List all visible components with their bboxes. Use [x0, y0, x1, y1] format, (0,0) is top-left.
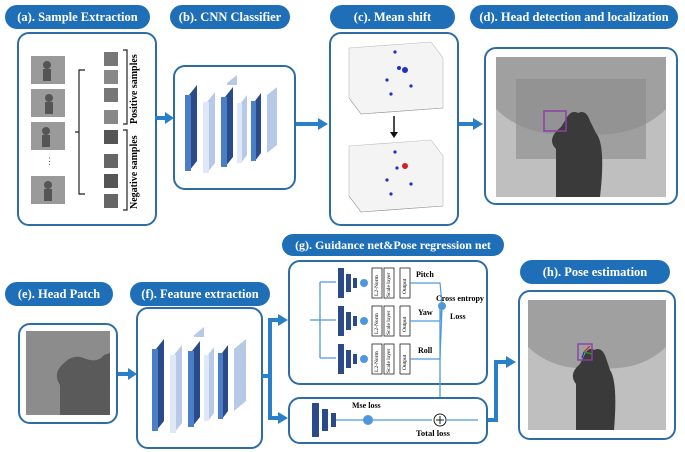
guidance-branch: [338, 306, 368, 336]
head-patch-image: [26, 331, 110, 415]
feature-layer-block: [234, 339, 246, 411]
down-arrow: [390, 132, 398, 138]
cnn-layer-block: [185, 85, 197, 171]
arrow-f-g: [262, 314, 288, 424]
scatter-plot-before: [348, 41, 444, 115]
stage-g-title: (g). Guidance net&Pose regression net: [282, 234, 504, 256]
pose-bounding-box: [577, 343, 593, 361]
pose-estimation-image: [528, 300, 666, 430]
depth-image-detection: [496, 57, 666, 197]
l2-norm-label: L2-Norm: [374, 313, 380, 334]
scale-layer-label: Scale layer: [386, 348, 392, 373]
negative-samples-label: Negative samples: [129, 135, 140, 209]
loss-label: Loss: [450, 312, 466, 321]
output-label: Output: [402, 316, 408, 332]
l2-norm-label: L2-Norm: [374, 275, 380, 296]
positive-samples-label: Positive samples: [129, 54, 140, 124]
guidance-net-diagram: [310, 267, 446, 375]
arrow-b-c: [296, 118, 328, 130]
cnn-classifier-panel: [173, 65, 296, 190]
arrow-e-f: [118, 368, 137, 380]
head-detection-panel: [484, 47, 678, 205]
cnn-layer-block: [221, 87, 233, 167]
output-label: Output: [402, 278, 408, 294]
stage-h-title: (h). Pose estimation: [520, 260, 670, 284]
total-loss-label: Total loss: [416, 428, 450, 438]
negative-patch: [104, 130, 118, 144]
l2-norm-label: L2-Norm: [374, 351, 380, 372]
stage-c-title: (c). Mean shift: [330, 5, 455, 29]
yaw-label: Yaw: [418, 308, 433, 317]
small-block-top: [227, 75, 237, 85]
arrow-a-b: [155, 112, 174, 124]
arrow-c-d: [459, 118, 483, 130]
head-patch-panel: [18, 323, 118, 424]
person-silhouette: [552, 111, 603, 197]
mean-shift-plots: [348, 41, 444, 213]
cnn-layer-block: [251, 93, 261, 161]
cross-entropy-label: Cross entropy: [436, 294, 484, 303]
cnn-layer-block: [267, 87, 277, 153]
pitch-label: Pitch: [416, 270, 434, 279]
cnn-blocks-figure: [185, 75, 277, 173]
scale-layer-label: Scale layer: [386, 272, 392, 297]
cnn-layer-block: [237, 95, 247, 163]
head-bounding-box: [543, 110, 567, 132]
feature-layer-block: [222, 345, 228, 419]
scatter-plot-after: [348, 139, 444, 213]
output-label: Output: [402, 354, 408, 370]
cnn-layer-block: [203, 92, 215, 173]
roll-label: Roll: [418, 346, 433, 355]
feature-blocks-figure: [152, 327, 246, 433]
sample-extraction-figure: ⋮: [31, 49, 128, 211]
mean-shift-panel: [329, 32, 459, 226]
pose-regression-diagram: [312, 403, 478, 437]
stage-a-title: (a). Sample Extraction: [5, 5, 150, 29]
scale-layer-label: Scale layer: [386, 310, 392, 335]
stage-b-title: (b). CNN Classifier: [170, 5, 290, 29]
svg-text:⋮: ⋮: [45, 156, 54, 166]
sample-extraction-panel: ⋮ Positive samples Negative samples: [17, 32, 157, 226]
stage-d-title: (d). Head detection and localization: [470, 5, 678, 29]
mse-node: [363, 415, 373, 425]
stage-e-title: (e). Head Patch: [5, 282, 113, 306]
guidance-branch: [338, 268, 368, 298]
stage-f-title: (f). Feature extraction: [130, 282, 270, 306]
mse-loss-label: Mse loss: [352, 401, 381, 410]
feature-layer-block: [208, 347, 214, 421]
pose-regression-panel: Mse loss Total loss: [288, 397, 488, 444]
guidance-branch: [338, 344, 368, 374]
arrow-g-h: [488, 356, 516, 422]
positive-patch: [104, 52, 118, 66]
feature-extraction-panel: [136, 307, 263, 449]
guidance-net-panel: L2-Norm Scale layer Output L2-Norm Scale…: [288, 260, 488, 385]
pose-estimation-panel: [518, 290, 676, 440]
